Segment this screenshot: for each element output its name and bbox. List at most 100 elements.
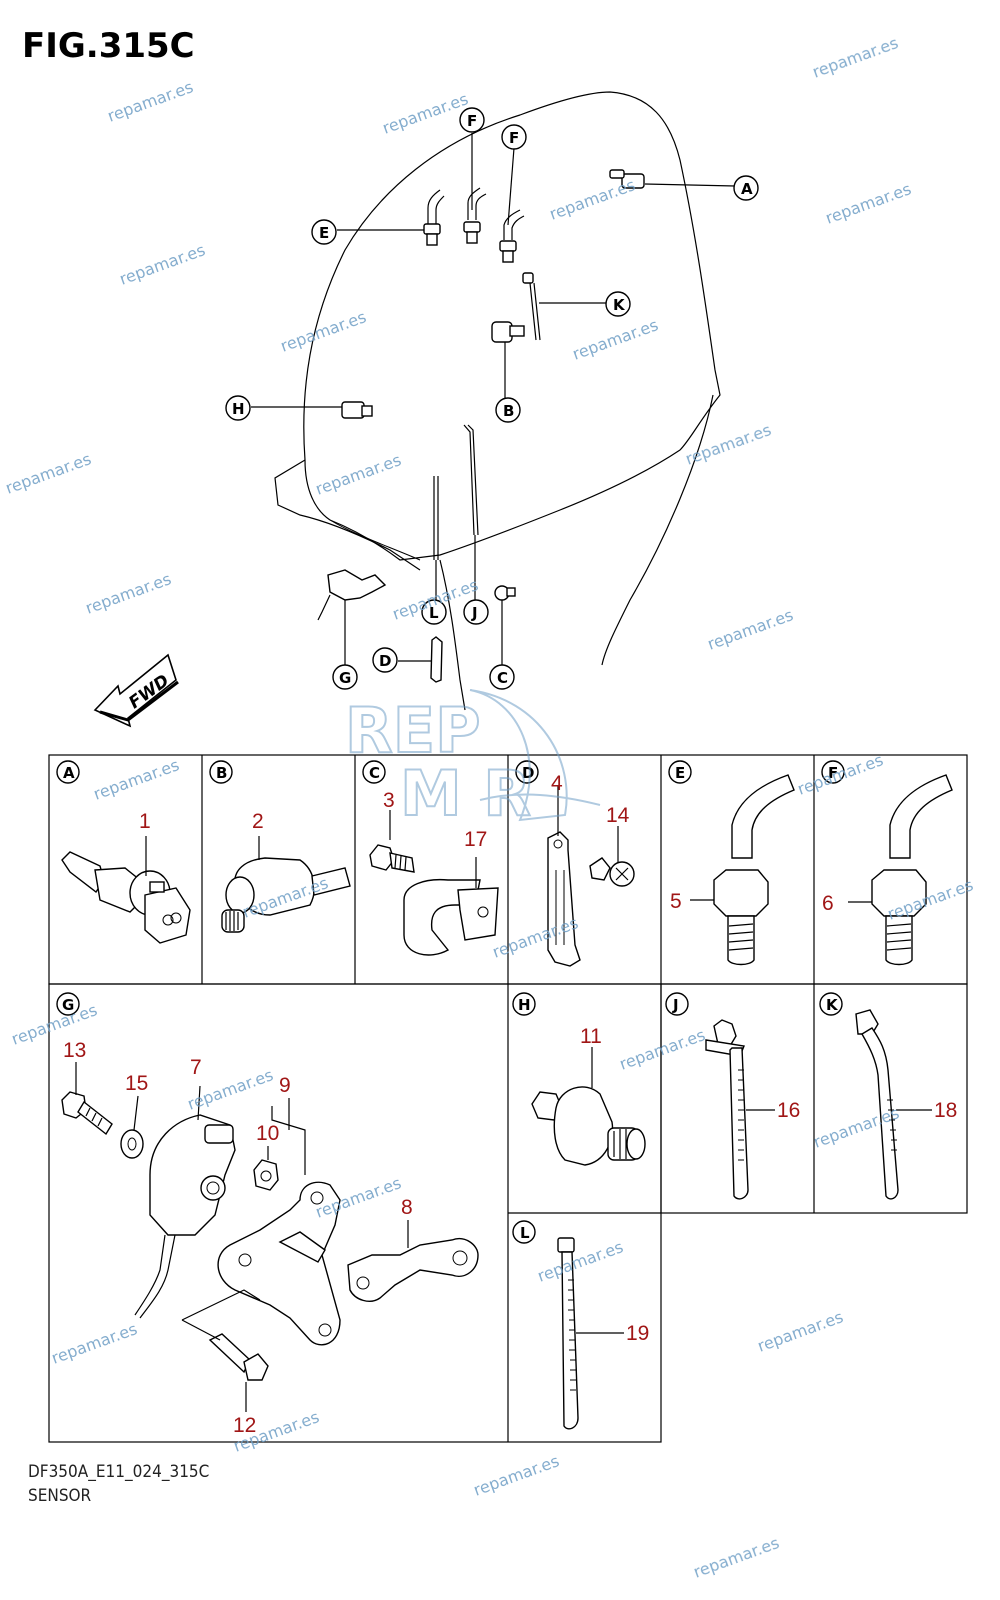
logo-text-bottom: M R bbox=[400, 757, 531, 830]
panel-label-l: L bbox=[512, 1220, 536, 1244]
panel-l-part-19: 19 bbox=[557, 1237, 649, 1430]
watermark-text: repamar.es bbox=[91, 755, 182, 804]
part-g-assembly-top bbox=[317, 569, 387, 665]
callout-f-2: F bbox=[501, 124, 527, 150]
part-number-2: 2 bbox=[252, 810, 264, 833]
svg-text:D: D bbox=[379, 652, 391, 670]
svg-text:G: G bbox=[62, 996, 74, 1014]
svg-text:C: C bbox=[369, 764, 380, 782]
callout-l: L bbox=[421, 599, 447, 625]
watermark-text: repamar.es bbox=[691, 1533, 782, 1582]
callout-f-1: F bbox=[459, 107, 485, 133]
part-number-5: 5 bbox=[670, 890, 682, 913]
svg-text:K: K bbox=[613, 296, 626, 314]
callout-j: J bbox=[463, 599, 489, 625]
part-c-clamp-top bbox=[494, 585, 516, 666]
svg-text:F: F bbox=[828, 764, 838, 782]
svg-text:F: F bbox=[467, 112, 477, 130]
panel-label-g: G bbox=[56, 992, 80, 1016]
panel-label-a: A bbox=[56, 760, 80, 784]
watermark-text: repamar.es bbox=[3, 449, 94, 498]
callout-a: A bbox=[733, 175, 759, 201]
part-number-17: 17 bbox=[464, 828, 487, 851]
svg-text:A: A bbox=[63, 764, 75, 782]
part-d-clamp-top bbox=[398, 636, 443, 683]
part-number-18: 18 bbox=[934, 1099, 957, 1122]
part-number-4: 4 bbox=[551, 772, 563, 795]
part-l-tie-top bbox=[433, 476, 439, 600]
svg-text:H: H bbox=[518, 996, 531, 1014]
panel-h-part-11: 11 bbox=[531, 1025, 646, 1166]
watermark-text: repamar.es bbox=[278, 307, 369, 356]
panel-b-part-2: 2 bbox=[221, 810, 351, 933]
part-number-9: 9 bbox=[279, 1074, 291, 1097]
panel-a-part-1: 1 bbox=[61, 810, 191, 944]
logo-text-top: REP bbox=[345, 694, 481, 767]
panel-label-f: F bbox=[821, 760, 845, 784]
svg-text:F: F bbox=[509, 129, 519, 147]
panel-label-b: B bbox=[209, 760, 233, 784]
part-number-15: 15 bbox=[125, 1072, 148, 1095]
watermark-text: repamar.es bbox=[471, 1451, 562, 1500]
panel-c-parts-3-17: 3 17 bbox=[369, 789, 499, 956]
svg-text:D: D bbox=[522, 764, 534, 782]
footer-name: SENSOR bbox=[28, 1486, 92, 1506]
panel-label-h: H bbox=[512, 992, 536, 1016]
svg-text:E: E bbox=[675, 764, 685, 782]
part-number-8: 8 bbox=[401, 1196, 413, 1219]
panel-j-part-16: 16 bbox=[705, 1019, 800, 1200]
watermark-text: repamar.es bbox=[755, 1307, 846, 1356]
svg-text:K: K bbox=[826, 996, 839, 1014]
svg-text:L: L bbox=[429, 604, 439, 622]
panel-d-parts-4-14: 4 14 bbox=[547, 772, 635, 967]
watermark-text: repamar.es bbox=[380, 89, 471, 138]
part-number-14: 14 bbox=[606, 804, 630, 827]
callout-b: B bbox=[495, 397, 521, 423]
watermark-text: repamar.es bbox=[617, 1025, 708, 1074]
watermark-text: repamar.es bbox=[810, 33, 901, 82]
part-number-6: 6 bbox=[822, 892, 834, 915]
panel-label-k: K bbox=[819, 992, 843, 1016]
part-number-16: 16 bbox=[777, 1099, 800, 1122]
watermark-text: repamar.es bbox=[105, 77, 196, 126]
repamar-logo-watermark: REP M R bbox=[344, 689, 601, 831]
part-number-19: 19 bbox=[626, 1322, 649, 1345]
watermark-text: repamar.es bbox=[795, 750, 886, 799]
part-number-12: 12 bbox=[233, 1414, 256, 1437]
figure-title: FIG.315C bbox=[22, 26, 195, 66]
top-callouts: F F A E K B H L J D G C bbox=[225, 107, 759, 690]
svg-text:B: B bbox=[503, 402, 514, 420]
svg-text:G: G bbox=[339, 669, 351, 687]
panel-g-assembly: 13 15 7 10 9 8 bbox=[61, 1039, 479, 1437]
watermark-text: repamar.es bbox=[547, 175, 638, 224]
svg-text:E: E bbox=[319, 224, 329, 242]
svg-text:B: B bbox=[216, 764, 227, 782]
watermark-text: repamar.es bbox=[49, 1319, 140, 1368]
panel-label-d: D bbox=[515, 760, 539, 784]
watermark-text: repamar.es bbox=[823, 179, 914, 228]
footer-code: DF350A_E11_024_315C bbox=[28, 1462, 210, 1482]
callout-h: H bbox=[225, 395, 251, 421]
panel-k-part-18: 18 bbox=[855, 1009, 957, 1200]
part-number-11: 11 bbox=[580, 1025, 602, 1048]
svg-text:L: L bbox=[520, 1224, 530, 1242]
part-k-tie-top bbox=[522, 272, 606, 341]
watermark-text: repamar.es bbox=[313, 450, 404, 499]
callout-k: K bbox=[605, 291, 631, 317]
callout-c: C bbox=[489, 664, 515, 690]
part-j-tie-top bbox=[463, 424, 479, 600]
svg-text:H: H bbox=[232, 400, 245, 418]
part-number-7: 7 bbox=[190, 1056, 202, 1079]
part-h-sensor-top bbox=[251, 401, 373, 419]
panel-labels: A B C D E F G H J K L bbox=[56, 760, 845, 1244]
watermark-text: repamar.es bbox=[570, 315, 661, 364]
part-e-sensor-top bbox=[337, 189, 445, 246]
callout-d: D bbox=[372, 647, 398, 673]
svg-text:A: A bbox=[741, 180, 753, 198]
panel-grid bbox=[48, 754, 968, 1443]
part-number-13: 13 bbox=[63, 1039, 86, 1062]
part-number-3: 3 bbox=[383, 789, 395, 812]
part-f-sensors-top bbox=[463, 133, 525, 263]
part-a-sensor-top bbox=[609, 169, 736, 189]
